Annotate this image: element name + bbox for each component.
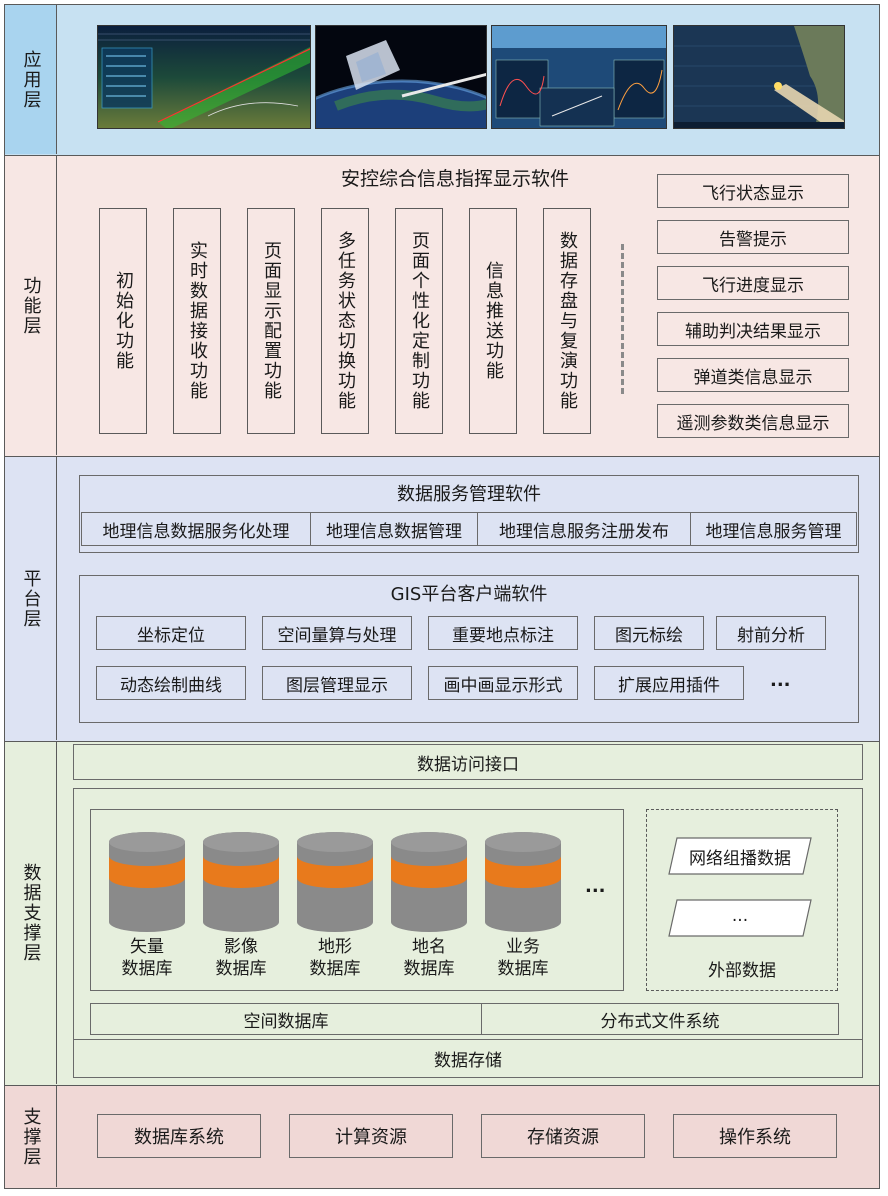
business-database-icon bbox=[485, 832, 561, 932]
app-screenshot-globe bbox=[315, 25, 487, 129]
support-database-system: 数据库系统 bbox=[97, 1114, 261, 1158]
support-layer: 支撑层 数据库系统 计算资源 存储资源 操作系统 bbox=[4, 1085, 880, 1189]
gis-dynamic-curve: 动态绘制曲线 bbox=[96, 666, 246, 700]
platform-layer: 平台层 数据服务管理软件 地理信息数据服务化处理 地理信息数据管理 地理信息服务… bbox=[4, 456, 880, 742]
support-layer-label: 支撑层 bbox=[20, 1106, 42, 1167]
gis-key-place-mark: 重要地点标注 bbox=[428, 616, 578, 650]
data-storage: 数据存储 bbox=[74, 1039, 862, 1077]
gis-coordinate-locate: 坐标定位 bbox=[96, 616, 246, 650]
display-telemetry: 遥测参数类信息显示 bbox=[657, 404, 849, 438]
function-layer: 功能层 安控综合信息指挥显示软件 初始化功能 实时数据接收功能 页面显示配置功能… bbox=[4, 155, 880, 457]
display-flight-status: 飞行状态显示 bbox=[657, 174, 849, 208]
multicast-data-parallelogram bbox=[668, 837, 812, 875]
placename-database-icon bbox=[391, 832, 467, 932]
app-screenshot-launch bbox=[673, 25, 845, 129]
placename-database-label: 地名数据库 bbox=[403, 937, 455, 979]
external-other-parallelogram bbox=[668, 899, 812, 937]
vector-database-icon bbox=[109, 832, 185, 932]
module-realtime-receive: 实时数据接收功能 bbox=[173, 208, 221, 434]
function-layer-label: 功能层 bbox=[20, 275, 42, 336]
module-page-config: 页面显示配置功能 bbox=[247, 208, 295, 434]
distributed-file-system: 分布式文件系统 bbox=[481, 1003, 839, 1035]
external-data-group: 网络组播数据 ... 外部数据 bbox=[646, 809, 838, 991]
application-layer: 应用层 bbox=[4, 4, 880, 156]
gis-layer-mgmt: 图层管理显示 bbox=[262, 666, 412, 700]
dashed-separator bbox=[621, 244, 624, 394]
service-geo-register: 地理信息服务注册发布 bbox=[477, 512, 691, 546]
gis-more-ellipsis: ... bbox=[770, 670, 791, 691]
data-access-interface: 数据访问接口 bbox=[73, 744, 863, 780]
gis-spatial-measure: 空间量算与处理 bbox=[262, 616, 412, 650]
terrain-database-icon bbox=[297, 832, 373, 932]
database-more-ellipsis: ... bbox=[585, 876, 606, 897]
service-geo-data-mgmt: 地理信息数据管理 bbox=[310, 512, 478, 546]
display-alarm: 告警提示 bbox=[657, 220, 849, 254]
external-data-title: 外部数据 bbox=[708, 961, 776, 981]
imagery-database-icon bbox=[203, 832, 279, 932]
data-storage-panel: ... 矢量数据库 影像数据库 地形数据库 地名数据库 业务数据库 网络组播数据… bbox=[73, 788, 863, 1078]
gis-client-panel: GIS平台客户端软件 坐标定位 空间量算与处理 重要地点标注 图元标绘 射前分析… bbox=[79, 575, 859, 723]
service-geo-processing: 地理信息数据服务化处理 bbox=[81, 512, 311, 546]
terrain-database-label: 地形数据库 bbox=[309, 937, 361, 979]
display-trajectory: 弹道类信息显示 bbox=[657, 358, 849, 392]
module-page-customize: 页面个性化定制功能 bbox=[395, 208, 443, 434]
function-layer-title: 安控综合信息指挥显示软件 bbox=[340, 168, 569, 190]
data-service-title: 数据服务管理软件 bbox=[397, 484, 541, 505]
application-layer-label: 应用层 bbox=[20, 49, 42, 110]
business-database-label: 业务数据库 bbox=[497, 937, 549, 979]
module-init: 初始化功能 bbox=[99, 208, 147, 434]
support-operating-system: 操作系统 bbox=[673, 1114, 837, 1158]
display-decision-result: 辅助判决结果显示 bbox=[657, 312, 849, 346]
app-screenshot-situation-map bbox=[97, 25, 311, 129]
module-data-save-replay: 数据存盘与复演功能 bbox=[543, 208, 591, 434]
database-group: ... 矢量数据库 影像数据库 地形数据库 地名数据库 业务数据库 bbox=[90, 809, 624, 991]
data-service-panel: 数据服务管理软件 地理信息数据服务化处理 地理信息数据管理 地理信息服务注册发布… bbox=[79, 475, 859, 553]
platform-layer-label-cell: 平台层 bbox=[5, 457, 57, 740]
module-multitask-switch: 多任务状态切换功能 bbox=[321, 208, 369, 434]
support-layer-label-cell: 支撑层 bbox=[5, 1086, 57, 1187]
imagery-database-label: 影像数据库 bbox=[215, 937, 267, 979]
function-layer-label-cell: 功能层 bbox=[5, 156, 57, 455]
support-storage-resource: 存储资源 bbox=[481, 1114, 645, 1158]
spatial-database: 空间数据库 bbox=[90, 1003, 482, 1035]
application-layer-label-cell: 应用层 bbox=[5, 5, 57, 154]
module-info-push: 信息推送功能 bbox=[469, 208, 517, 434]
external-item-multicast: 网络组播数据 bbox=[689, 849, 791, 869]
data-support-layer-label-cell: 数据支撑层 bbox=[5, 742, 57, 1084]
service-geo-service-mgmt: 地理信息服务管理 bbox=[690, 512, 857, 546]
platform-layer-label: 平台层 bbox=[20, 568, 42, 629]
app-screenshot-curves bbox=[491, 25, 667, 129]
gis-plugin-extension: 扩展应用插件 bbox=[594, 666, 744, 700]
gis-client-title: GIS平台客户端软件 bbox=[390, 584, 548, 605]
data-support-layer: 数据支撑层 数据访问接口 ... 矢量数据库 影像数据库 地形数据库 地名数据库 bbox=[4, 741, 880, 1086]
support-compute-resource: 计算资源 bbox=[289, 1114, 453, 1158]
vector-database-label: 矢量数据库 bbox=[121, 937, 173, 979]
display-flight-progress: 飞行进度显示 bbox=[657, 266, 849, 300]
gis-pip-display: 画中画显示形式 bbox=[428, 666, 578, 700]
gis-prelaunch-analysis: 射前分析 bbox=[716, 616, 826, 650]
data-support-layer-label: 数据支撑层 bbox=[20, 863, 42, 963]
external-item-other: ... bbox=[731, 906, 749, 926]
gis-symbol-plot: 图元标绘 bbox=[594, 616, 704, 650]
